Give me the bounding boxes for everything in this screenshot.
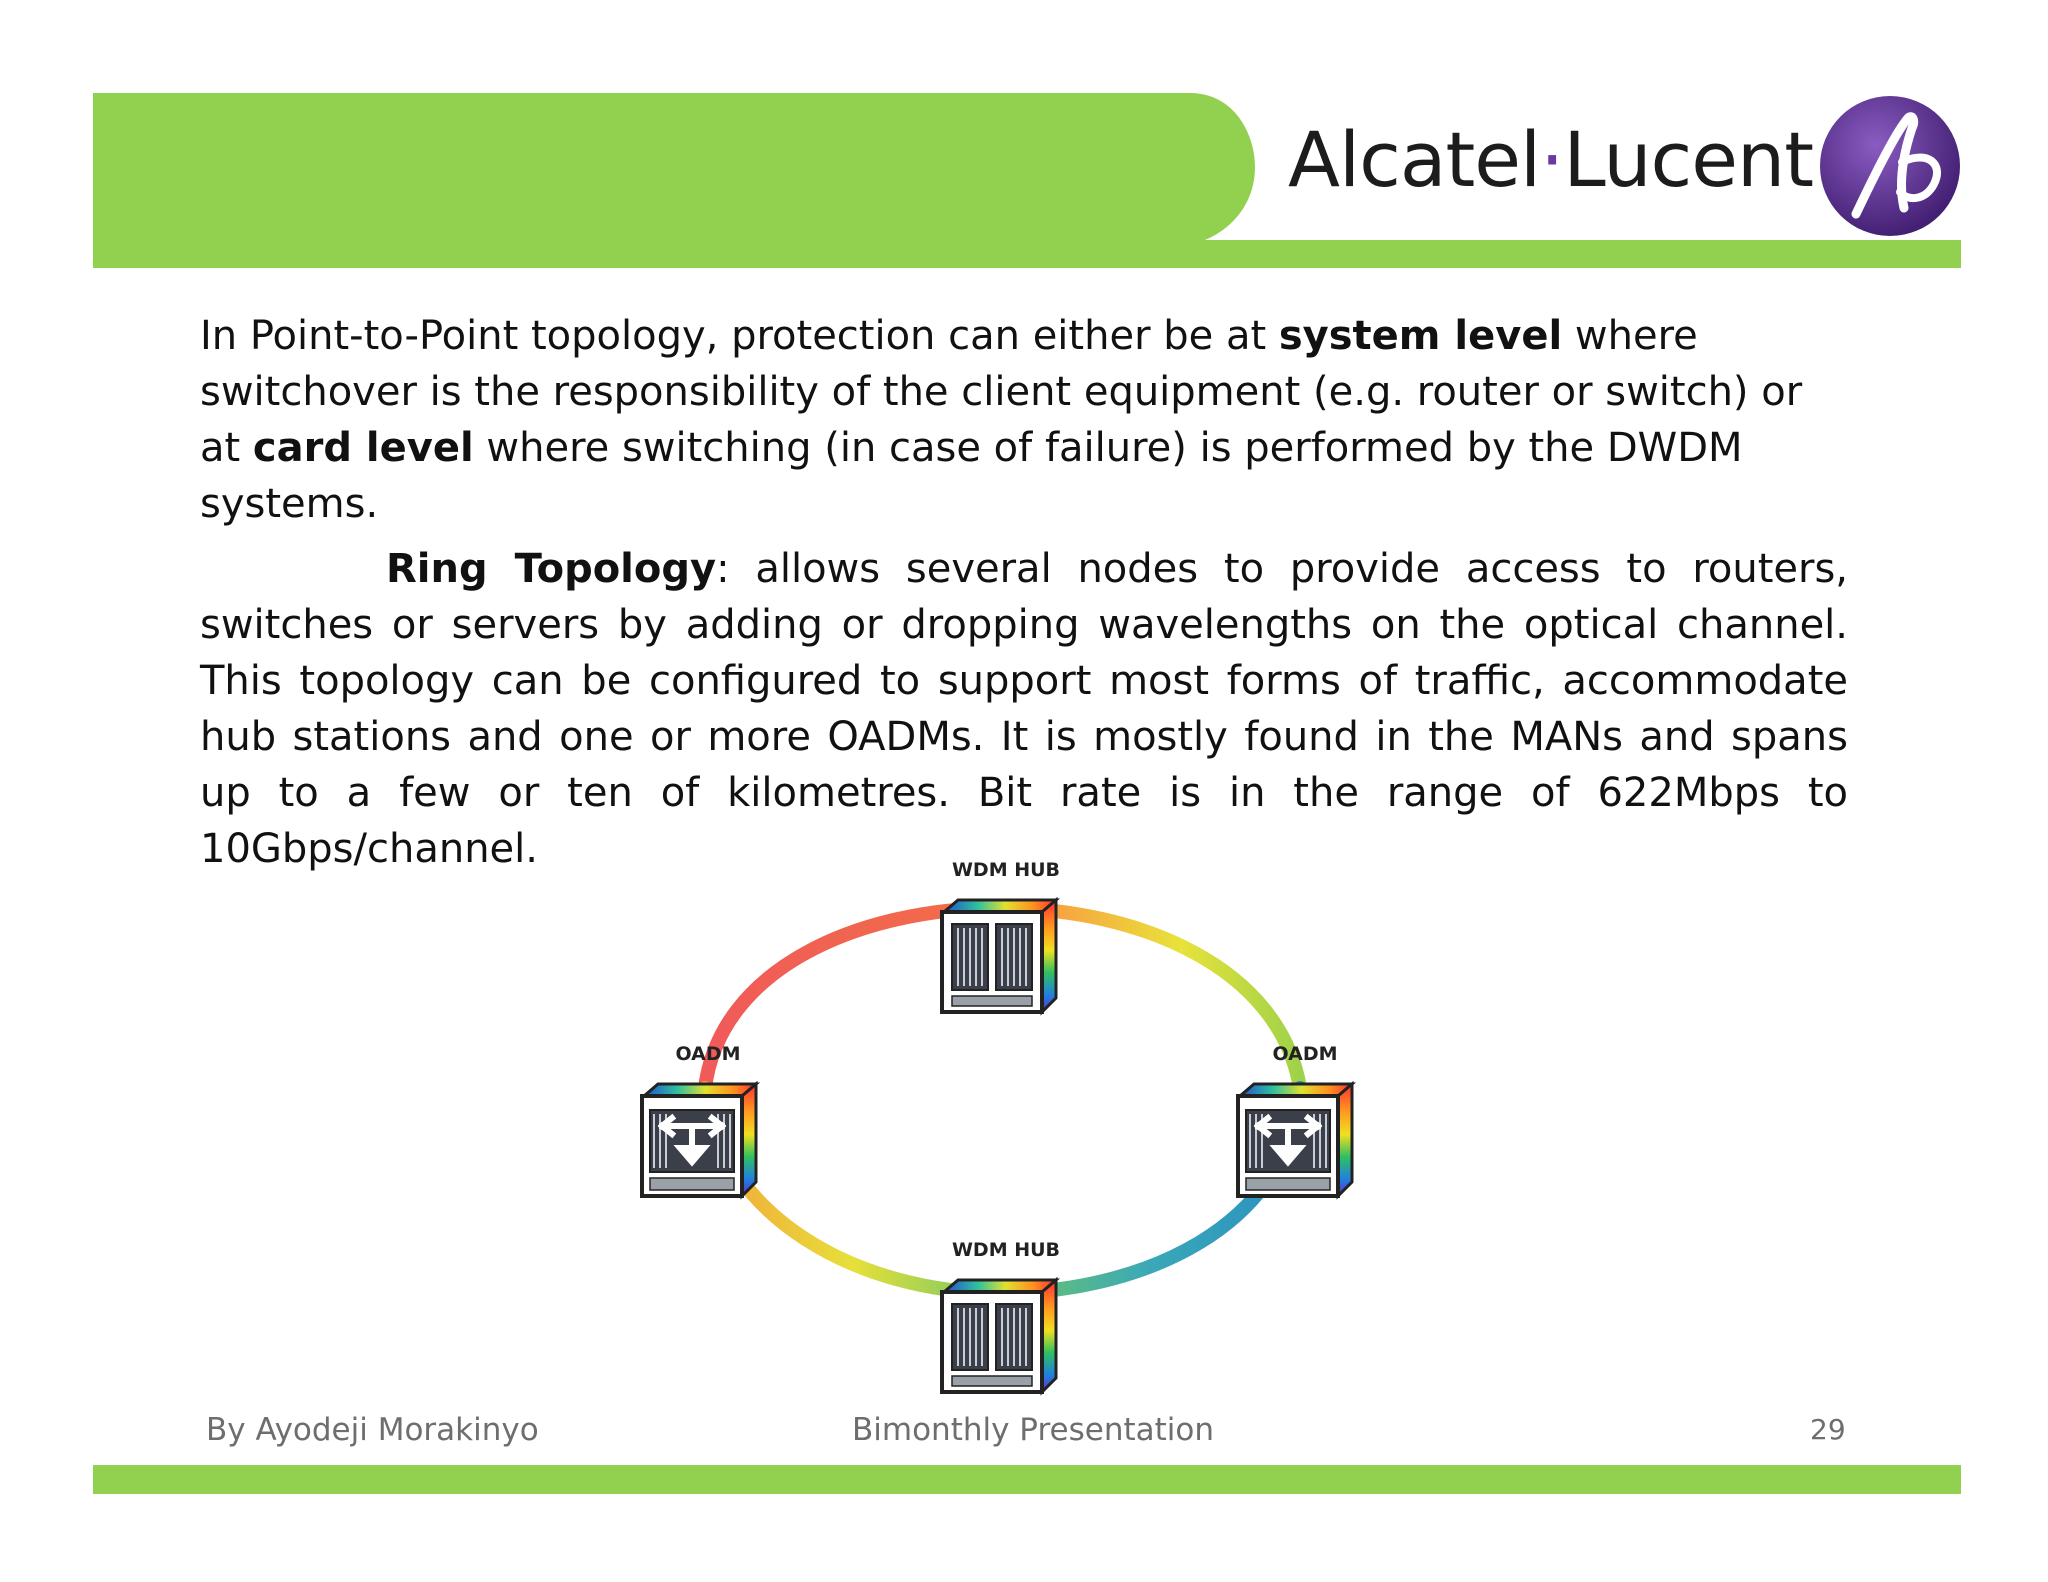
label-right-oadm: OADM [1272, 1043, 1337, 1065]
footer-page-number: 29 [1810, 1413, 1846, 1446]
label-top-wdm-hub: WDM HUB [952, 859, 1060, 881]
p2-bold-ring-topology: Ring Topology [386, 546, 717, 592]
label-bottom-wdm-hub: WDM HUB [952, 1239, 1060, 1261]
company-logo-text: Alcatel·Lucent [1288, 110, 1814, 210]
alcatel-lucent-logo-icon [1820, 96, 1960, 236]
footer-green-bar [93, 1465, 1961, 1494]
p1-text-e: where switching (in case of failure) is … [200, 425, 1743, 527]
oadm-right-icon [1238, 1080, 1357, 1200]
ring-lower-arc [698, 1081, 1307, 1301]
p1-text-c: where switchover is the responsibility o… [200, 313, 1803, 471]
oadm-left-icon [642, 1080, 761, 1200]
header-band [93, 93, 1961, 268]
p1-bold-system-level: system level [1278, 313, 1563, 359]
p1-bold-card-level: card level [252, 425, 474, 471]
p2-text: : allows several nodes to provide access… [200, 546, 1848, 872]
footer-presentation-title: Bimonthly Presentation [852, 1412, 1214, 1448]
label-left-oadm: OADM [675, 1043, 740, 1065]
paragraph-ring-topology: Ring Topology: allows several nodes to p… [200, 541, 1848, 877]
logo-word-lucent: Lucent [1563, 115, 1814, 204]
paragraph-point-to-point: In Point-to-Point topology, protection c… [200, 308, 1848, 532]
footer-author: By Ayodeji Morakinyo [206, 1412, 539, 1448]
p1-text-a: In Point-to-Point topology, protection c… [200, 313, 1279, 359]
logo-dot: · [1540, 115, 1564, 204]
wdm-hub-bottom-icon [939, 1276, 1061, 1396]
ring-topology-diagram: WDM HUB OADM OADM WDM HUB [600, 859, 1357, 1396]
wdm-hub-top-icon [939, 896, 1061, 1016]
logo-word-alcatel: Alcatel [1288, 115, 1541, 204]
header-green-shape [93, 93, 1961, 268]
